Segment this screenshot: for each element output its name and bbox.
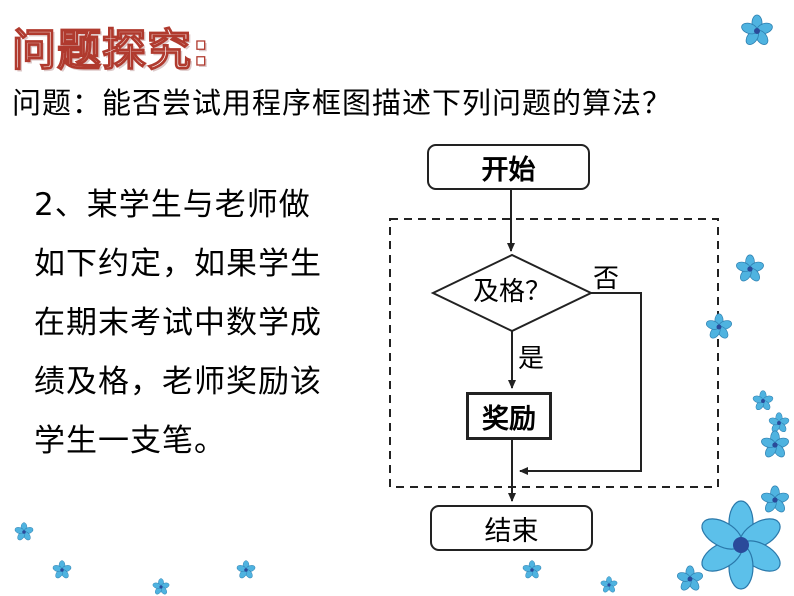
- flower-icon: [706, 313, 732, 339]
- condition-label: 及格？: [472, 277, 551, 307]
- flower-icon: [752, 390, 774, 411]
- flower-icon: [761, 430, 789, 458]
- flower-icon: [14, 522, 34, 541]
- no-branch-path: [519, 292, 642, 475]
- problem-line: 如下约定，如果学生: [34, 246, 322, 282]
- flower-icon: [522, 560, 542, 579]
- slide-title: 问题探究:: [11, 24, 211, 76]
- flower-icon: [677, 565, 703, 591]
- flower-icon: [152, 578, 170, 595]
- no-branch-label: 否: [593, 264, 620, 294]
- flower-icon: [736, 254, 764, 282]
- problem-statement: 2、某学生与老师做 如下约定，如果学生 在期末考试中数学成 绩及格，老师奖励该 …: [34, 176, 334, 471]
- flower-icon: [768, 412, 790, 433]
- dashed-loop-box: [389, 218, 719, 488]
- large-flower-icon: [701, 500, 781, 590]
- flower-icon: [741, 14, 773, 45]
- question-text: 问题：能否尝试用程序框图描述下列问题的算法？: [12, 86, 673, 120]
- flower-icon: [236, 560, 256, 579]
- flower-icon: [761, 485, 789, 513]
- flower-icon: [52, 560, 72, 579]
- problem-line: 绩及格，老师奖励该: [34, 364, 322, 400]
- yes-branch-label: 是: [518, 344, 545, 374]
- problem-line: 学生一支笔。: [34, 423, 226, 459]
- start-terminal: 开始: [427, 144, 590, 190]
- end-terminal: 结束: [430, 505, 593, 551]
- problem-line: 在期末考试中数学成: [34, 305, 322, 341]
- flower-icon: [600, 576, 618, 593]
- award-process: 奖励: [466, 392, 552, 440]
- problem-line: 2、某学生与老师做: [34, 187, 311, 223]
